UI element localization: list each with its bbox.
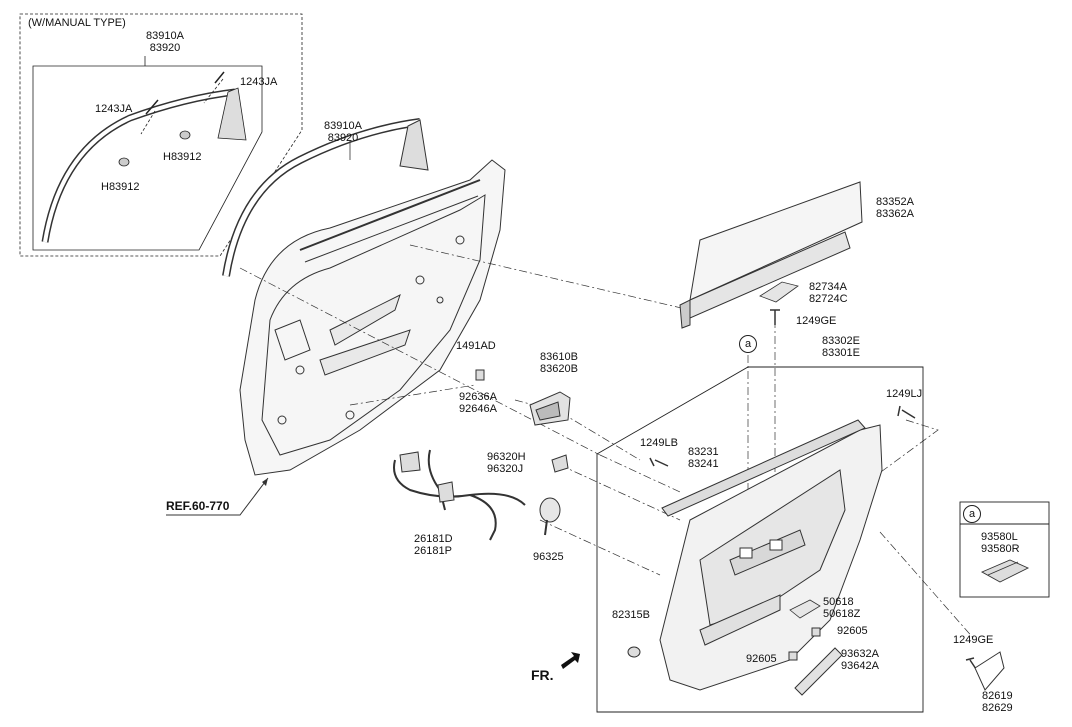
label-screw-1249ge-bottom: 1249GE [953, 634, 994, 646]
pad [759, 281, 799, 303]
label-belt-b: 83241 [688, 458, 719, 470]
trim-panel-box [596, 366, 924, 713]
sunshade [679, 181, 863, 329]
belt-strip [661, 419, 866, 517]
label-switch-a: 93632A [841, 648, 879, 660]
wiring-harness [393, 449, 526, 541]
label-detail-b: 93580R [981, 543, 1020, 555]
clip-1491ad [475, 369, 485, 381]
label-screw-1249ge-top: 1249GE [796, 315, 837, 327]
detail-a-circle: a [963, 505, 981, 523]
label-trim-a: 83302E [822, 335, 860, 347]
label-handle-cover-a: 92636A [459, 391, 497, 403]
label-handle-b: 83620B [540, 363, 578, 375]
label-pad-b: 82724C [809, 293, 848, 305]
label-screen-a: 83352A [876, 196, 914, 208]
label-weatherstrip-a: 83910A [324, 120, 362, 132]
label-handle-a: 83610B [540, 351, 578, 363]
speaker-connector [551, 454, 569, 473]
callout-a-circle: a [739, 335, 757, 353]
manual-type-inset [19, 13, 303, 257]
label-harness-b: 26181P [414, 545, 452, 557]
label-reflector-b: 82629 [982, 702, 1013, 714]
label-clip-92605-b: 92605 [746, 653, 777, 665]
inside-handle [529, 391, 571, 426]
label-belt-a: 83231 [688, 446, 719, 458]
label-fastener-82315b: 82315B [612, 609, 650, 621]
clip-92605-top [811, 627, 821, 637]
label-pocket-a: 50618 [823, 596, 854, 608]
ref-leader [166, 477, 269, 516]
label-detail-a: 93580L [981, 531, 1018, 543]
label-speaker-conn-a: 96320H [487, 451, 526, 463]
screw-1249lb [649, 457, 669, 467]
detail-box-a [959, 501, 1050, 598]
label-screw-1249lb: 1249LB [640, 437, 678, 449]
label-screen-b: 83362A [876, 208, 914, 220]
screw-1249lj [897, 405, 916, 419]
fastener-82315b [627, 646, 641, 658]
label-pocket-b: 50618Z [823, 608, 861, 620]
label-inset-clip-left: H83912 [101, 181, 140, 193]
clip-92605-bottom [788, 651, 798, 661]
label-switch-b: 93642A [841, 660, 879, 672]
label-speaker-conn-b: 96320J [487, 463, 524, 475]
label-ref: REF.60-770 [166, 499, 230, 513]
label-weatherstrip-b: 83920 [327, 132, 359, 144]
label-speaker: 96325 [533, 551, 564, 563]
label-clip-1491ad: 1491AD [456, 340, 496, 352]
front-arrow-icon [561, 652, 580, 669]
label-inset-weatherstrip-a: 83910A [146, 30, 184, 42]
door-weatherstrip [222, 118, 429, 277]
label-harness-a: 26181D [414, 533, 453, 545]
pocket-50618 [789, 599, 821, 619]
label-inset-screw-right: 1243JA [240, 76, 278, 88]
label-clip-92605-a: 92605 [837, 625, 868, 637]
door-trim-panel [659, 424, 883, 691]
door-frame [239, 159, 506, 476]
label-screw-1249lj: 1249LJ [886, 388, 923, 400]
label-inset-weatherstrip-b: 83920 [149, 42, 181, 54]
screw-1249ge-top [770, 309, 780, 325]
reflector-82619 [974, 651, 1005, 691]
label-inset-clip-right: H83912 [163, 151, 202, 163]
label-trim-b: 83301E [822, 347, 860, 359]
speaker [539, 497, 561, 523]
label-handle-cover-b: 92646A [459, 403, 497, 415]
speaker-plug [544, 519, 548, 536]
label-pad-a: 82734A [809, 281, 847, 293]
label-reflector-a: 82619 [982, 690, 1013, 702]
switch-93632a [794, 647, 843, 696]
label-fr: FR. [531, 667, 554, 683]
ref-arrow [262, 478, 268, 486]
manual-type-label: (W/MANUAL TYPE) [28, 17, 126, 29]
label-inset-screw-left: 1243JA [95, 103, 133, 115]
